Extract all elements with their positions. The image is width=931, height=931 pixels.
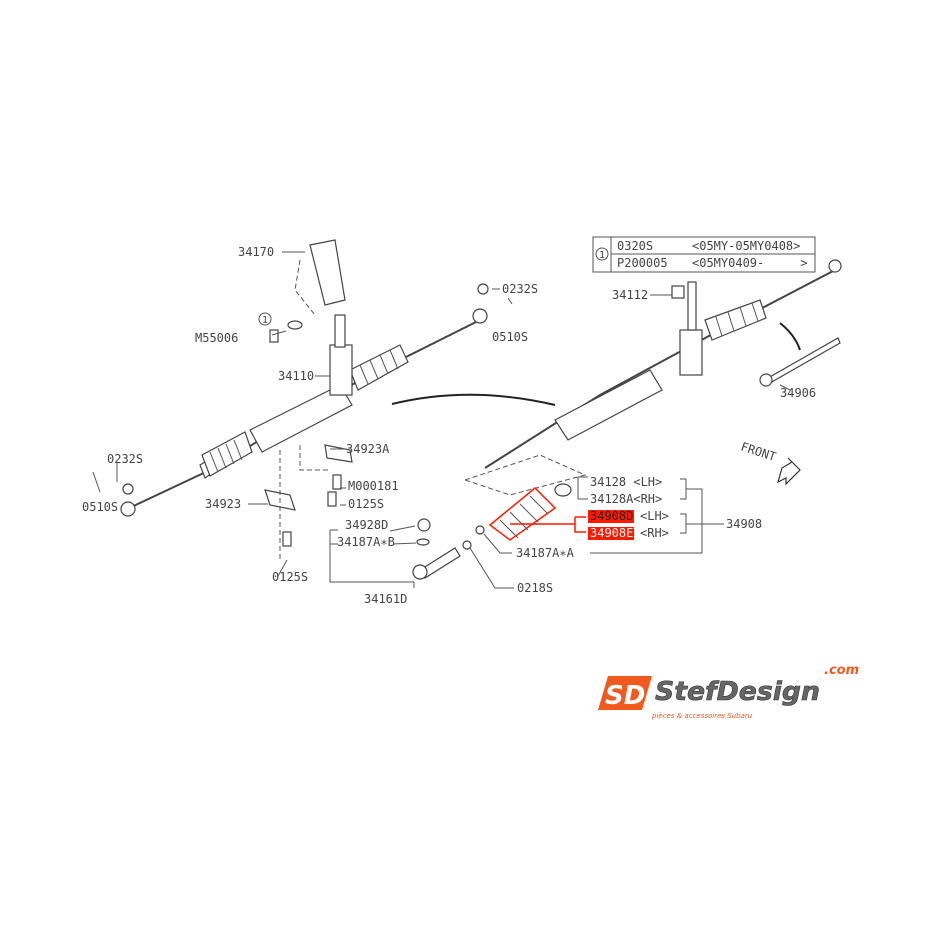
label-0125s-lower: 0125S [272, 570, 308, 584]
label-34908e-side: <RH> [640, 526, 669, 540]
clamp-34128 [554, 483, 572, 497]
label-0232s-right: 0232S [502, 282, 538, 296]
tie-rod-end-right [472, 308, 488, 324]
table-row-2-part: P200005 [617, 256, 668, 270]
label-34908d[interactable]: 34908D [590, 509, 633, 523]
logo-brand: StefDesign [655, 677, 820, 707]
label-34112: 34112 [612, 288, 648, 302]
front-arrow-icon [777, 457, 801, 486]
rack-boot-upper [704, 299, 767, 341]
label-34187a-a: 34187A∗A [516, 546, 575, 560]
tie-rod-end-34161d [329, 518, 461, 588]
label-34128: 34128 <LH> [590, 475, 662, 489]
label-34923: 34923 [205, 497, 241, 511]
part-34112-icon [671, 285, 685, 299]
label-m000181: M000181 [348, 479, 399, 493]
label-34128a: 34128A<RH> [590, 492, 662, 506]
highlight-34908d [588, 510, 634, 523]
nut-left [122, 483, 134, 495]
stefdesign-logo: SD StefDesign .com pièces & accessoires … [598, 663, 859, 720]
label-34923a: 34923A [346, 442, 390, 456]
highlight-34908e [588, 527, 634, 540]
label-0510s-left: 0510S [82, 500, 118, 514]
nut-right [477, 283, 489, 295]
table-row-1-part: 0320S [617, 239, 653, 253]
label-0232s-left: 0232S [107, 452, 143, 466]
transition-arrow [391, 393, 556, 406]
label-34908d-side: <LH> [640, 509, 669, 523]
logo-tagline: pièces & accessoires Subaru [651, 712, 753, 720]
inner-tie-rod-34906 [767, 337, 841, 384]
label-34928d: 34928D [345, 518, 388, 532]
label-34908: 34908 [726, 517, 762, 531]
label-34161d: 34161D [364, 592, 407, 606]
steering-rack-right [463, 259, 842, 496]
logo-monogram: SD [605, 681, 645, 711]
label-34187a-b: 34187A∗B [337, 535, 395, 549]
logo-domain: .com [824, 663, 859, 678]
label-34110: 34110 [278, 369, 314, 383]
label-0125s-upper: 0125S [348, 497, 384, 511]
label-0218s: 0218S [517, 581, 553, 595]
table-row-1-range: <05MY-05MY0408> [692, 239, 800, 253]
rack-boot-left [201, 431, 253, 477]
boot-34908 [462, 483, 586, 550]
label-34908e[interactable]: 34908E [590, 526, 633, 540]
label-callout-1: 1 [262, 315, 268, 326]
intermediate-shaft [309, 239, 346, 306]
label-front: FRONT [739, 440, 778, 464]
label-0510s-right: 0510S [492, 330, 528, 344]
rack-boot-right [349, 344, 409, 391]
label-m55006: M55006 [195, 331, 238, 345]
callout-table: 1 0320S <05MY-05MY0408> P200005 <05MY040… [592, 236, 816, 273]
label-34906: 34906 [780, 386, 816, 400]
tie-rod-end-left [120, 501, 136, 517]
table-row-2-range: <05MY0409- > [692, 256, 808, 270]
table-callout: 1 [599, 250, 605, 261]
label-34170: 34170 [238, 245, 274, 259]
steering-rack-left [120, 239, 489, 560]
